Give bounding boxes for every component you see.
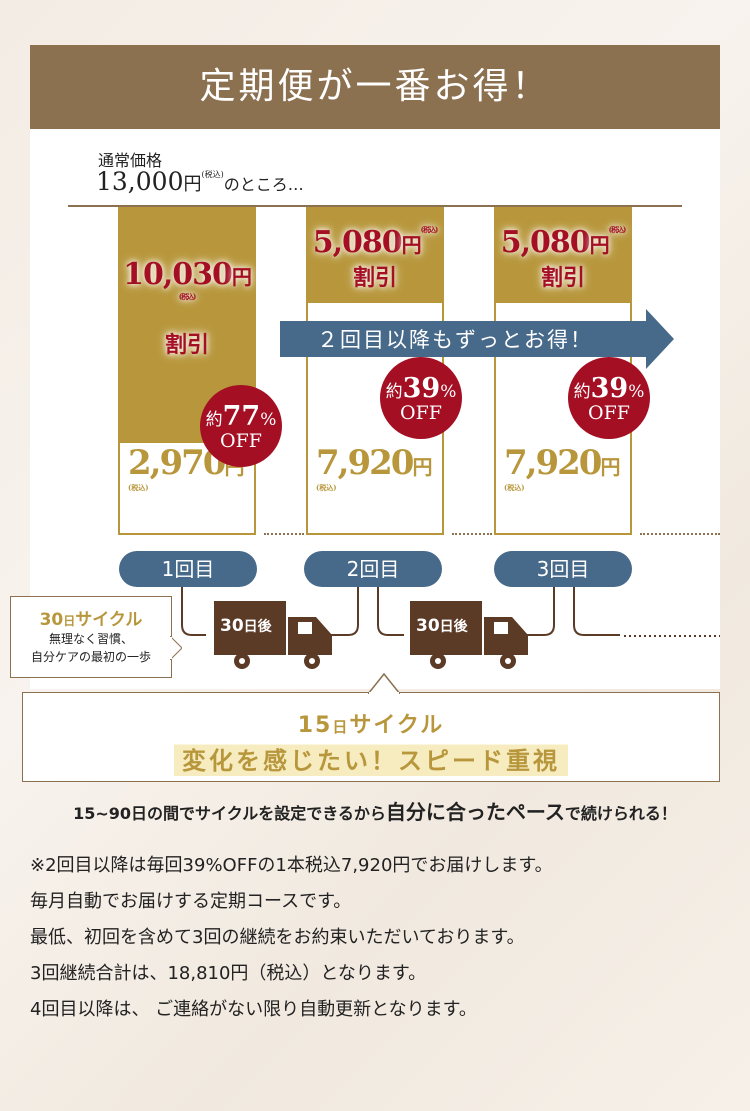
dotted-line-1: [264, 533, 304, 535]
cycle-15-highlight: 変化を感じたい！スピード重視: [174, 741, 568, 776]
final-price-3: 7,920円(税込): [504, 443, 621, 492]
note-line: 4回目以降は、 ご連絡がない限り自動更新となります。: [30, 999, 477, 1020]
delivery-pill-1: 1回目: [119, 551, 257, 587]
truck-label-1: 30日後: [220, 616, 272, 636]
truck-label-2: 30日後: [416, 616, 468, 636]
page-title: 定期便が一番お得！: [30, 45, 720, 129]
final-price-2: 7,920円(税込): [316, 443, 433, 492]
cycle-30-title: 30日サイクル: [39, 610, 143, 630]
tagline: 15~90日の間でサイクルを設定できるから自分に合ったペースで続けられる！: [73, 800, 677, 824]
truck-icon: [410, 601, 528, 669]
discount-amount-3: 5,080円(税込): [500, 225, 627, 260]
callout-notch-icon: [368, 672, 400, 694]
dotted-line-3: [640, 533, 720, 535]
normal-price-yen: 円: [183, 174, 202, 195]
cycle-15-callout: 15日サイクル 変化を感じたい！スピード重視: [22, 692, 720, 782]
discount-word-3: 割引: [540, 266, 585, 291]
note-line: 3回継続合計は、18,810円（税込）となります。: [30, 963, 427, 984]
normal-price-tax: (税込): [201, 170, 224, 179]
delivery-column-1: 10,030円(税込) 割引 2,970円(税込): [118, 207, 256, 535]
callout-pointer-icon: [170, 636, 182, 660]
discount-block-2: 5,080円(税込) 割引: [308, 207, 442, 303]
cycle-30-line2: 自分ケアの最初の一歩: [30, 650, 151, 664]
discount-word-1: 割引: [164, 333, 209, 358]
discount-badge-1: 約77% OFF: [200, 385, 282, 467]
cycle-15-title: 15日サイクル: [297, 713, 445, 738]
price-comparison-card: 通常価格 13,000円(税込)のところ… 10,030円(税込) 割引 2,9…: [30, 129, 720, 689]
note-line: 最低、初回を含めて3回の継続をお約束いただいております。: [30, 927, 525, 948]
discount-badge-2: 約39% OFF: [380, 357, 462, 439]
continue-arrow: [280, 309, 674, 369]
note-line: ※2回目以降は毎回39%OFFの1本税込7,920円でお届けします。: [30, 855, 553, 876]
delivery-pill-2: 2回目: [304, 551, 442, 587]
cycle-30-callout: 30日サイクル 無理なく習慣、 自分ケアの最初の一歩: [10, 596, 172, 678]
discount-badge-3: 約39% OFF: [568, 357, 650, 439]
truck-icon: [214, 601, 332, 669]
notes: ※2回目以降は毎回39%OFFの1本税込7,920円でお届けします。 毎月自動で…: [30, 848, 720, 1028]
normal-price-label: 通常価格: [98, 151, 163, 170]
normal-price-value: 13,000: [96, 167, 184, 196]
cycle-30-line1: 無理なく習慣、: [48, 632, 133, 646]
delivery-pill-3: 3回目: [494, 551, 632, 587]
discount-word-2: 割引: [352, 266, 397, 291]
delivery-timeline: [181, 587, 720, 669]
discount-amount-2: 5,080円(税込): [312, 225, 439, 260]
baseline-divider: [68, 205, 682, 207]
discount-amount-1: 10,030円(税込): [123, 257, 252, 301]
normal-price-suffix: のところ…: [223, 175, 304, 194]
note-line: 毎月自動でお届けする定期コースです。: [30, 891, 352, 912]
discount-block-3: 5,080円(税込) 割引: [496, 207, 630, 303]
continue-arrow-text: ２回目以降もずっとお得！: [317, 328, 593, 352]
normal-price: 13,000円(税込)のところ…: [96, 167, 304, 196]
discount-block-1: 10,030円(税込) 割引: [120, 207, 254, 443]
dotted-line-2: [452, 533, 492, 535]
